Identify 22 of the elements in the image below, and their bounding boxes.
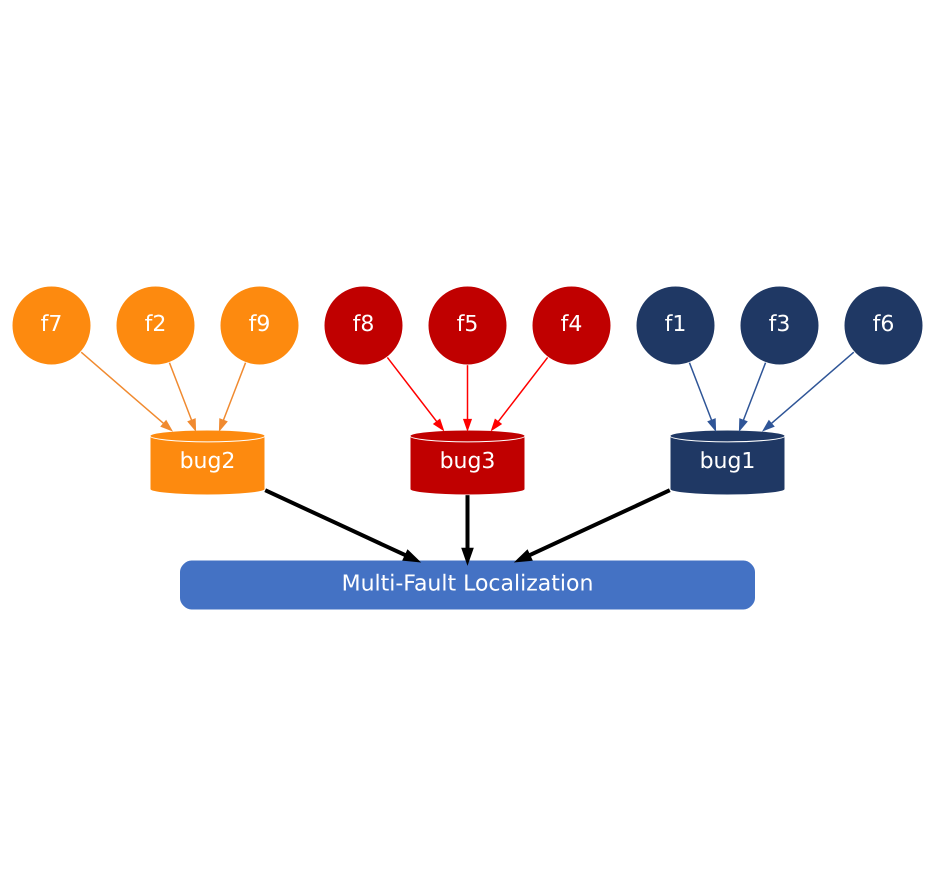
arrow <box>461 495 474 566</box>
node-circle: f6 <box>844 286 924 366</box>
arrow <box>490 357 548 432</box>
arrow <box>762 352 854 432</box>
arrow <box>264 488 422 563</box>
arrow <box>80 352 174 432</box>
arrow <box>218 362 246 432</box>
node-box: Multi-Fault Localization <box>179 560 756 610</box>
arrow <box>738 362 766 432</box>
node-circle: f7 <box>12 286 92 366</box>
node-circle: f1 <box>636 286 716 366</box>
arrow <box>462 365 472 432</box>
node-circle: f3 <box>740 286 820 366</box>
node-circle: f8 <box>324 286 404 366</box>
arrow <box>514 488 671 563</box>
arrow <box>386 357 444 432</box>
node-circle: f5 <box>428 286 508 366</box>
arrow <box>168 362 196 432</box>
node-circle: f9 <box>220 286 300 366</box>
node-circle: f2 <box>116 286 196 366</box>
arrow <box>688 362 716 432</box>
node-circle: f4 <box>532 286 612 366</box>
